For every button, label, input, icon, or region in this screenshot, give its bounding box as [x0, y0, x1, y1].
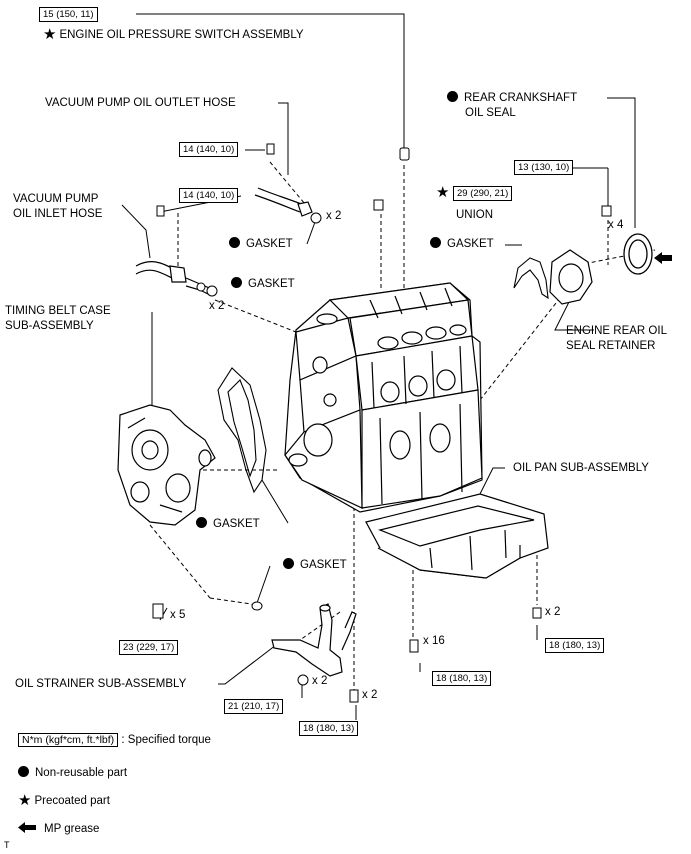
legend-mp-grease: MP grease	[18, 822, 99, 835]
label-gasket-outlet: GASKET	[229, 237, 293, 251]
non-reusable-dot-icon	[229, 237, 240, 248]
label-oil-strainer: OIL STRAINER SUB-ASSEMBLY	[15, 678, 187, 690]
label-vac-inlet-hose-2: OIL INLET HOSE	[13, 208, 103, 220]
torque-oil-switch: 15 (150, 11)	[39, 7, 98, 22]
leader-rear-seal	[607, 97, 636, 228]
timing-case-gasket	[217, 367, 267, 494]
engine-block	[284, 282, 483, 513]
timing-belt-case	[117, 404, 216, 526]
label-vac-inlet-hose-1: VACUUM PUMP	[13, 193, 99, 205]
legend-torque: N*m (kgf*cm, ft.*lbf) : Specified torque	[18, 733, 211, 747]
torque-pan-bolt: 18 (180, 13)	[432, 671, 492, 686]
label-gasket-retainer: GASKET	[430, 237, 494, 251]
precoated-star-icon: ★	[18, 792, 32, 809]
count-timing-bolt: x 5	[170, 609, 186, 621]
oil-pan	[365, 493, 549, 579]
leader-strainer	[218, 644, 277, 685]
label-retainer-1: ENGINE REAR OIL	[566, 325, 667, 337]
legend-non-reusable: Non-reusable part	[18, 766, 127, 779]
leader-gasket-strainer	[256, 565, 271, 604]
count-bottom-bolt: x 2	[362, 689, 378, 701]
corner-mark: T	[4, 840, 10, 850]
mp-grease-arrow-icon	[18, 822, 36, 833]
rear-oil-seal-retainer	[549, 249, 593, 305]
torque-retainer-bolt: 13 (130, 10)	[514, 160, 574, 175]
non-reusable-dot-icon	[283, 558, 294, 569]
torque-outlet-bolt: 14 (140, 10)	[179, 142, 239, 157]
mp-grease-arrow-icon	[654, 252, 672, 264]
precoated-star-icon: ★	[43, 26, 57, 43]
label-oil-pan: OIL PAN SUB-ASSEMBLY	[513, 462, 649, 474]
leader-oil-pan	[477, 467, 505, 499]
non-reusable-dot-icon	[447, 91, 458, 102]
torque-bottom-bolt: 18 (180, 13)	[299, 721, 359, 736]
vac-outlet-hose	[254, 187, 313, 217]
non-reusable-dot-icon	[196, 517, 207, 528]
torque-inlet-bolt: 14 (140, 10)	[179, 188, 239, 203]
small-parts	[152, 143, 612, 703]
label-oil-switch: ★ENGINE OIL PRESSURE SWITCH ASSEMBLY	[43, 26, 304, 43]
leader-oil-switch	[136, 13, 405, 148]
legend-torque-box: N*m (kgf*cm, ft.*lbf)	[18, 733, 119, 747]
precoated-star-icon: ★	[436, 184, 450, 201]
label-vac-outlet-hose: VACUUM PUMP OIL OUTLET HOSE	[45, 97, 236, 109]
label-timing-case-1: TIMING BELT CASE	[5, 305, 111, 317]
count-outlet-gasket: x 2	[326, 210, 342, 222]
label-gasket-timing: GASKET	[196, 517, 260, 531]
count-pan-nut: x 2	[545, 606, 561, 618]
leader-retainer	[554, 299, 594, 331]
label-union-star: ★	[436, 184, 452, 201]
torque-strainer-nut: 21 (210, 17)	[224, 699, 284, 714]
leader-inlet-hose	[121, 204, 151, 259]
torque-timing-case-bolt: 23 (229, 17)	[119, 640, 179, 655]
leader-gasket-timing	[261, 479, 289, 524]
legend-torque-text: : Specified torque	[121, 734, 211, 746]
non-reusable-dot-icon	[18, 766, 29, 777]
legend-precoated: ★Precoated part	[18, 792, 110, 809]
count-strainer-nut: x 2	[312, 675, 328, 687]
label-rear-seal-2: OIL SEAL	[465, 107, 516, 119]
oil-strainer	[271, 603, 357, 677]
leader-outlet-hose	[278, 102, 289, 175]
non-reusable-dot-icon	[231, 277, 242, 288]
label-union: UNION	[456, 209, 494, 221]
leader-gasket-outlet	[306, 221, 316, 245]
label-timing-case-2: SUB-ASSEMBLY	[5, 320, 94, 332]
non-reusable-dot-icon	[430, 237, 441, 248]
label-rear-seal: REAR CRANKSHAFT	[447, 91, 577, 105]
torque-union: 29 (290, 21)	[453, 186, 513, 201]
label-retainer-2: SEAL RETAINER	[566, 340, 656, 352]
label-gasket-inlet: GASKET	[231, 277, 295, 291]
count-retainer-bolt: x 4	[608, 219, 624, 231]
count-inlet-gasket: x 2	[209, 300, 225, 312]
count-pan-bolt: x 16	[423, 635, 445, 647]
label-gasket-strainer: GASKET	[283, 558, 347, 572]
rear-crankshaft-oil-seal	[623, 233, 653, 275]
torque-pan-nut: 18 (180, 13)	[545, 638, 605, 653]
retainer-gasket	[513, 257, 549, 300]
